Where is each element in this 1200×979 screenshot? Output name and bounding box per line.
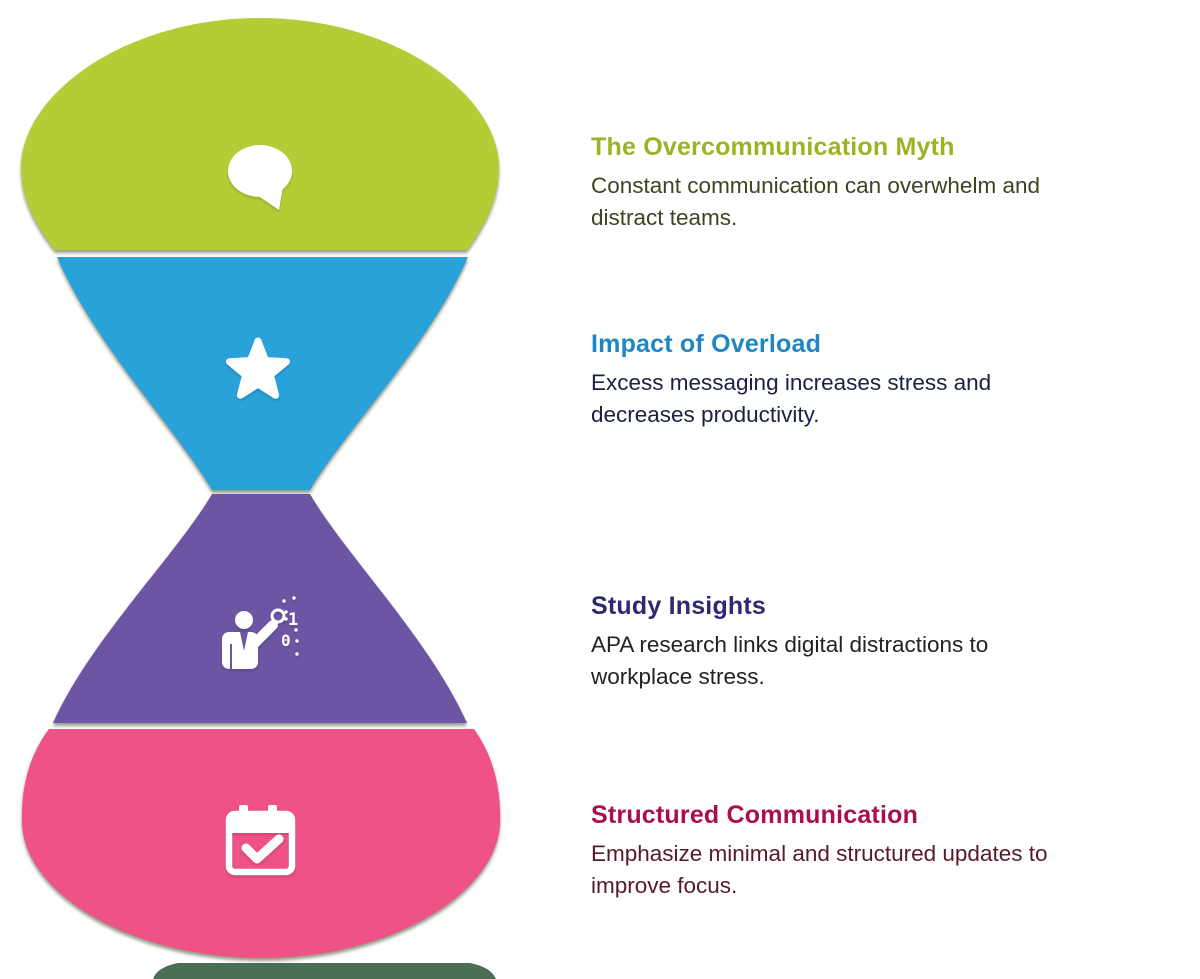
section-title: Structured Communication bbox=[591, 801, 919, 829]
arm-separator bbox=[230, 644, 232, 669]
section-study-insights: Study Insights APA research links digita… bbox=[591, 591, 1171, 693]
segment-overcommunication-myth bbox=[21, 18, 499, 250]
speech-bubble-icon bbox=[228, 145, 292, 210]
section-body: Constant communication can overwhelm and… bbox=[591, 173, 1040, 230]
calendar-check-icon bbox=[225, 805, 296, 876]
base-strip bbox=[153, 963, 496, 979]
section-body: Emphasize minimal and structured updates… bbox=[591, 841, 1048, 898]
segment-structured-communication bbox=[21, 729, 501, 958]
section-impact-of-overload: Impact of Overload Excess messaging incr… bbox=[591, 329, 1171, 431]
binary-one: 1 bbox=[288, 610, 298, 630]
section-body: APA research links digital distractions … bbox=[591, 632, 989, 689]
section-overcommunication-myth: The Overcommunication Myth Constant comm… bbox=[591, 132, 1171, 234]
section-body: Excess messaging increases stress and de… bbox=[591, 370, 992, 427]
section-title: The Overcommunication Myth bbox=[591, 133, 955, 161]
section-title: Study Insights bbox=[591, 592, 767, 620]
hourglass-graphic: 1 0 bbox=[21, 18, 501, 979]
tie-notch bbox=[240, 632, 248, 651]
section-structured-communication: Structured Communication Emphasize minim… bbox=[591, 800, 1171, 902]
star-icon bbox=[226, 337, 290, 399]
section-title: Impact of Overload bbox=[591, 330, 822, 358]
binary-zero: 0 bbox=[281, 631, 291, 650]
presenter-binary-icon: 1 0 bbox=[222, 596, 299, 669]
segment-study-insights bbox=[53, 494, 467, 723]
